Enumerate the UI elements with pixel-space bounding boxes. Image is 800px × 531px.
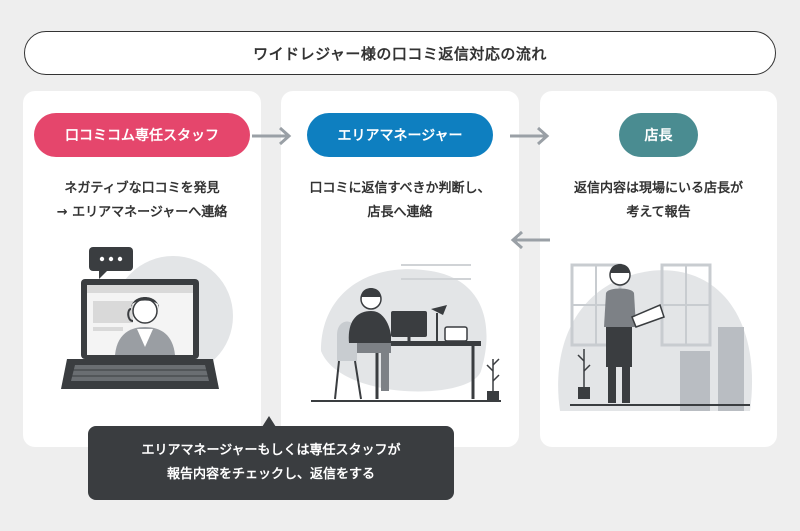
step-description-staff: ネガティブな口コミを発見 → エリアマネージャーへ連絡: [56, 181, 228, 220]
arrow-right-icon: [252, 126, 292, 146]
step-description-area-manager: 口コミに返信すべきか判断し、 店長へ連絡: [309, 181, 491, 220]
callout-pointer: [262, 416, 276, 427]
staff-at-laptop-illustration: [61, 247, 233, 389]
step-card-store-manager: 店長 返信内容は現場にいる店長が 考えて報告: [540, 91, 777, 447]
step-description-store-manager: 返信内容は現場にいる店長が 考えて報告: [573, 181, 743, 220]
step-card-staff: 口コミコム専任スタッフ ネガティブな口コミを発見 → エリアマネージャーへ連絡: [23, 91, 261, 447]
arrow-left-icon: [510, 230, 550, 250]
arrow-right-icon: [510, 126, 550, 146]
role-pill-area-manager: エリアマネージャー: [307, 113, 493, 157]
flow-title: ワイドレジャー様の口コミ返信対応の流れ: [24, 31, 776, 75]
step-card-area-manager: エリアマネージャー 口コミに返信すべきか判断し、 店長へ連絡: [281, 91, 519, 447]
role-pill-staff: 口コミコム専任スタッフ: [34, 113, 250, 157]
store-manager-illustration: [558, 263, 753, 411]
manager-at-desk-illustration: [311, 264, 501, 402]
role-pill-store-manager: 店長: [619, 113, 698, 157]
review-callout: エリアマネージャーもしくは専任スタッフが 報告内容をチェックし、返信をする: [88, 426, 454, 500]
